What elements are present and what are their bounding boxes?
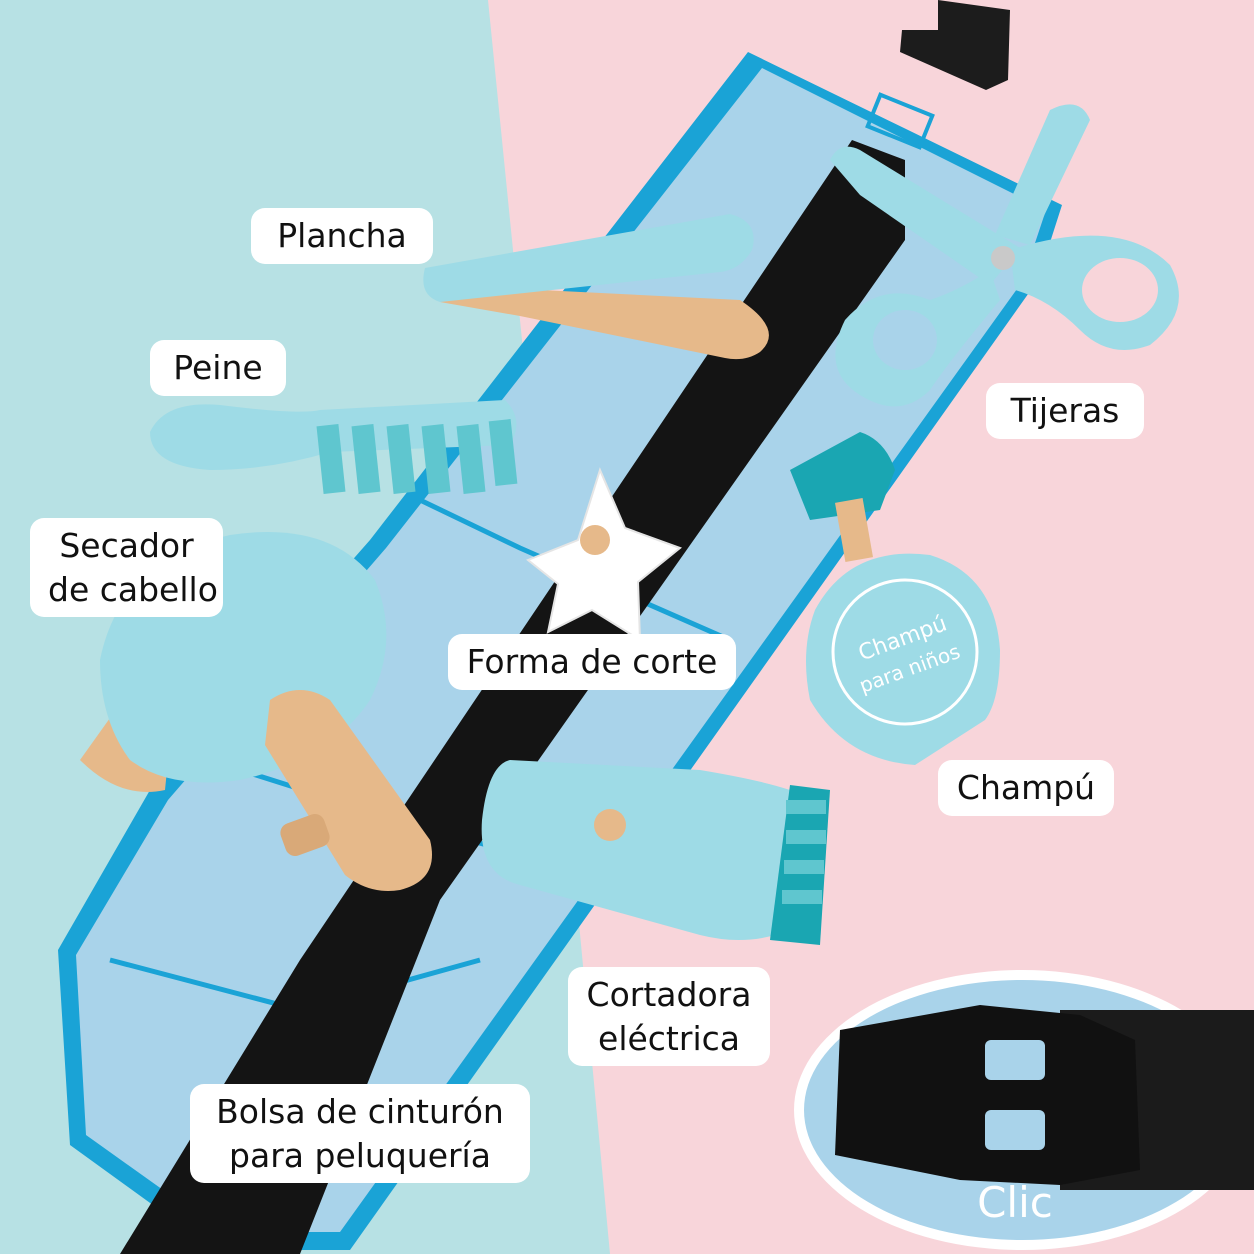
label-forma-de-corte: Forma de corte: [448, 634, 736, 690]
scissors-tool: [830, 104, 1179, 407]
top-buckle: [900, 0, 1010, 90]
buckle-closeup-inset: [794, 970, 1254, 1250]
inset-caption: Clic: [977, 1178, 1053, 1227]
label-cortadora: Cortadora eléctrica: [568, 967, 770, 1067]
electric-clipper-tool: [481, 760, 830, 945]
straightener-tool: [423, 214, 769, 360]
label-plancha: Plancha: [251, 208, 433, 264]
label-secador: Secador de cabello: [30, 518, 223, 618]
label-tijeras: Tijeras: [986, 383, 1144, 439]
label-champu: Champú: [938, 760, 1114, 816]
belt-strap: [120, 140, 905, 1254]
comb-tool: [150, 400, 518, 494]
label-bolsa: Bolsa de cinturón para peluquería: [190, 1084, 530, 1184]
label-peine: Peine: [150, 340, 286, 396]
star-shape-piece: [526, 467, 683, 642]
shampoo-bottle: Champú para niños: [790, 432, 1000, 765]
